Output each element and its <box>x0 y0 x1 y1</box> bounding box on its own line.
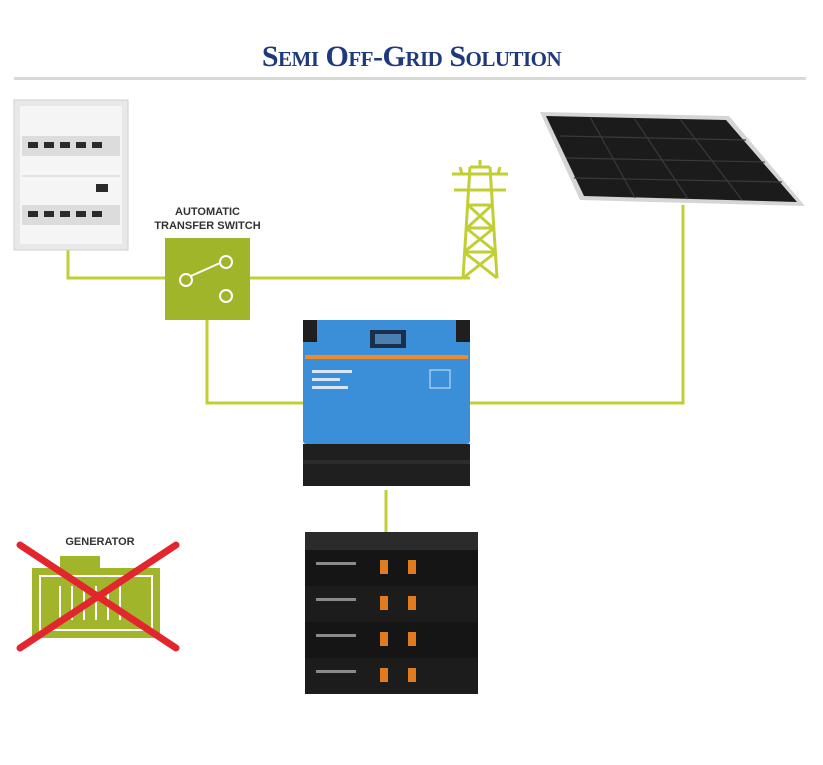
solar-panel <box>540 112 805 206</box>
diagram-title: Semi Off-Grid Solution <box>261 40 562 73</box>
ats-label: AUTOMATIC TRANSFER SWITCH <box>150 205 265 233</box>
ats-label-line1: AUTOMATIC <box>175 206 240 218</box>
wire-panel-to-ats <box>66 250 165 280</box>
battery-stack <box>305 532 478 694</box>
automatic-transfer-switch <box>165 238 250 320</box>
generator-label: GENERATOR <box>65 536 135 548</box>
distribution-panel <box>13 99 129 251</box>
title-divider <box>14 77 806 80</box>
inverter <box>303 320 470 486</box>
wire-inverter-to-solar <box>470 205 685 405</box>
wires <box>66 205 685 532</box>
wire-ats-to-inverter <box>205 320 305 405</box>
grid-pylon-icon <box>452 160 508 280</box>
ats-label-line2: TRANSFER SWITCH <box>154 220 261 232</box>
cross-out-icon <box>16 541 180 652</box>
